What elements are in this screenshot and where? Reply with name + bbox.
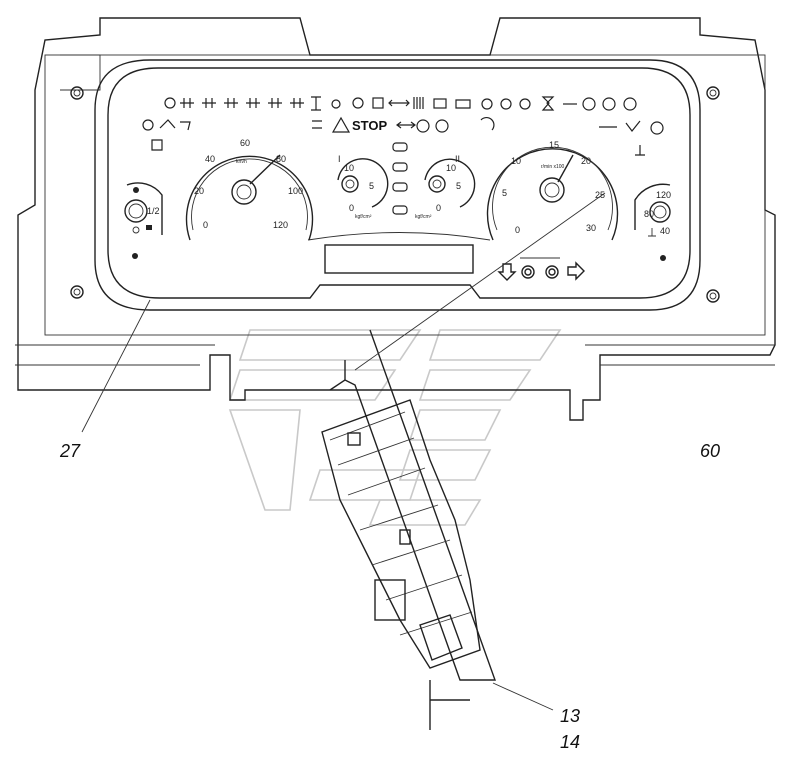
fuel-tick-label: 1/2 [147,206,160,216]
speedometer-tick: 120 [273,220,288,230]
pressure-1-tick: 5 [369,181,374,191]
arrow-down-icon [497,263,517,281]
temp-tick: 80 [644,209,654,219]
pressure-2-tick: 10 [446,163,456,173]
pressure-1-tick: 10 [344,163,354,173]
temp-tick: 120 [656,190,671,200]
tachometer-tick: 25 [595,190,605,200]
pressure-2-tick: 5 [456,181,461,191]
thermometer-icon [648,228,656,237]
speedometer-tick: 20 [194,186,204,196]
pressure-gauge-2: II 10 5 0 kgf/cm² [415,154,476,220]
fuel-gauge: 1/2 [124,182,163,259]
tachometer-tick: 30 [586,223,596,233]
speedometer-tick: 60 [240,138,250,148]
connector-assembly [321,329,496,730]
indicator-icons-top [164,96,637,111]
indicator-icons-second [142,116,664,156]
turn-signal-indicators [497,257,585,281]
callout-13: 13 [560,706,580,726]
temp-tick: 40 [660,226,670,236]
fuel-indicator-dot [133,187,139,193]
tachometer-tick: 10 [511,156,521,166]
pressure-gauge-1: I 10 5 0 kgf/cm² [337,154,389,220]
tachometer-tick: 20 [581,156,591,166]
pressure-1-tick: 0 [349,203,354,213]
temperature-gauge: 120 80 40 [634,183,671,261]
leader-lines [81,192,606,711]
pressure-2-unit: kgf/cm² [415,214,432,220]
callout-27: 27 [59,441,81,461]
speedometer-tick: 40 [205,154,215,164]
fuel-pump-icon [146,225,152,230]
pressure-2-label: II [455,154,460,164]
center-indicator-column [392,142,408,215]
pressure-1-unit: kgf/cm² [355,214,372,220]
pressure-2-tick: 0 [436,203,441,213]
watermark-logo [228,329,562,526]
fuel-lamp [132,253,138,259]
tachometer-tick: 0 [515,225,520,235]
speedometer-tick: 80 [276,154,286,164]
callout-60: 60 [700,441,720,461]
tachometer-unit: r/min x100 [541,164,565,170]
arrow-right-icon [567,261,585,281]
speedometer-tick: 100 [288,186,303,196]
warning-indicator-row: STOP [142,96,664,156]
tachometer-tick: 5 [502,188,507,198]
tachometer: 0 5 10 15 20 25 30 r/min x100 [486,140,619,241]
pressure-1-label: I [338,154,341,164]
temp-lamp [660,255,666,261]
cluster-housing [94,59,701,311]
stop-warning-label: STOP [352,118,387,133]
tachometer-tick: 15 [549,140,559,150]
speedometer: 0 20 40 60 80 100 120 km/h [185,138,314,241]
callout-14: 14 [560,732,580,752]
speedometer-unit: km/h [236,159,247,165]
speedometer-tick: 0 [203,220,208,230]
